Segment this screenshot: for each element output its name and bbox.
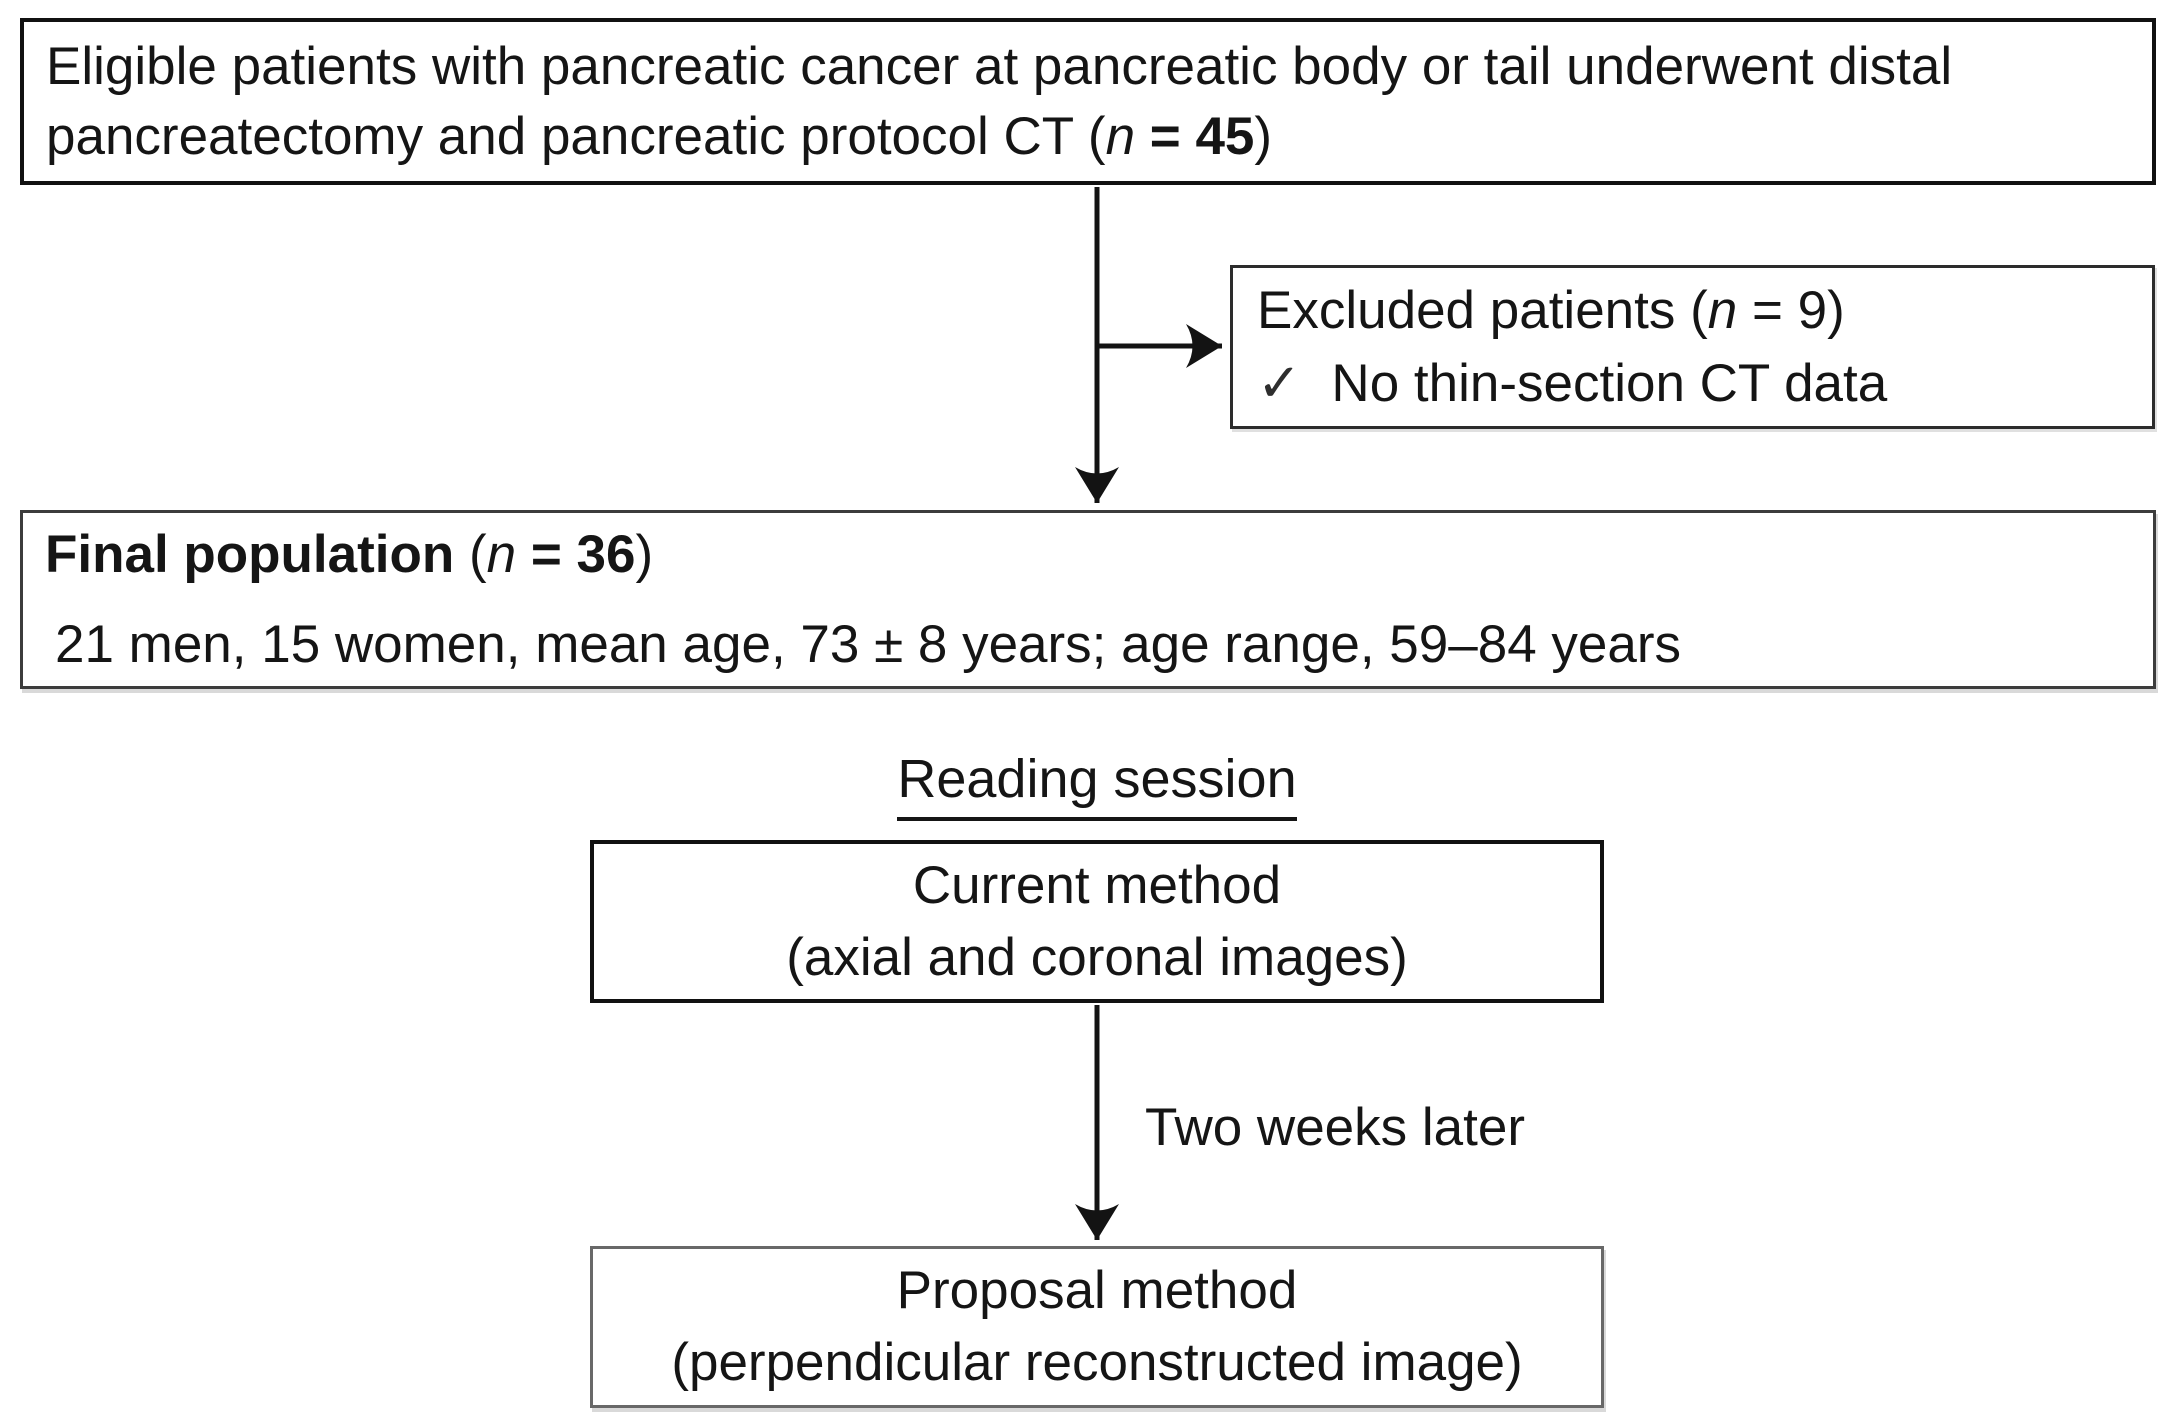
two-weeks-later-label: Two weeks later bbox=[1145, 1098, 1525, 1157]
proposal-method-box: Proposal method (perpendicular reconstru… bbox=[590, 1246, 1604, 1408]
proposal-text-line-1: Proposal method bbox=[896, 1261, 1298, 1320]
checkmark-icon: ✓ bbox=[1257, 354, 1302, 413]
excluded-patients-box: Excluded patients (n = 9) ✓No thin-secti… bbox=[1230, 265, 2155, 429]
current-text-line-2: (axial and coronal images) bbox=[786, 927, 1408, 987]
current-text-line-1: Current method bbox=[912, 855, 1282, 915]
excluded-text-line-1: Excluded patients (n = 9) bbox=[1257, 281, 1845, 340]
eligible-patients-box: Eligible patients with pancreatic cancer… bbox=[20, 18, 2156, 185]
final-population-box: Final population (n = 36) 21 men, 15 wom… bbox=[20, 510, 2156, 689]
final-text-line-2: 21 men, 15 women, mean age, 73 ± 8 years… bbox=[55, 614, 1681, 674]
eligible-text-line-1: Eligible patients with pancreatic cancer… bbox=[46, 36, 1953, 96]
reading-session-heading: Reading session bbox=[590, 748, 1604, 821]
final-text-line-1: Final population (n = 36) bbox=[45, 524, 654, 584]
current-method-box: Current method (axial and coronal images… bbox=[590, 840, 1604, 1003]
proposal-text-line-2: (perpendicular reconstructed image) bbox=[671, 1333, 1523, 1392]
reading-session-text: Reading session bbox=[897, 748, 1297, 821]
excluded-text-line-2: ✓No thin-section CT data bbox=[1257, 354, 1888, 413]
eligible-text-line-2: pancreatectomy and pancreatic protocol C… bbox=[46, 106, 1273, 166]
